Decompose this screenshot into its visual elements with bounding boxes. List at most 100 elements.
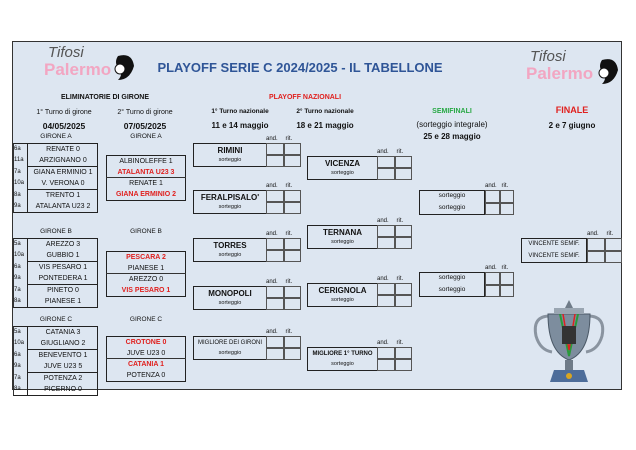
andata-score-cell[interactable] xyxy=(266,250,284,262)
ritorno-score-cell[interactable] xyxy=(394,347,412,359)
andata-score-cell[interactable] xyxy=(266,286,284,298)
andata-score-cell[interactable] xyxy=(377,168,395,180)
andata-score-cell[interactable] xyxy=(266,143,284,155)
andata-score-cell[interactable] xyxy=(266,190,284,202)
ritorno-score-cell[interactable] xyxy=(283,286,301,298)
andata-score-cell[interactable] xyxy=(587,250,605,263)
team-result: PINETO 0 xyxy=(47,286,79,294)
andata-score-cell[interactable] xyxy=(266,348,284,360)
round1-note: sorteggio xyxy=(218,300,242,306)
team-result: PICERNO 0 xyxy=(44,386,82,393)
round2-national-team: CERIGNOLA xyxy=(318,286,367,295)
round2-winner: GIANA ERMINIO 2 xyxy=(115,191,177,198)
andata-score-cell[interactable] xyxy=(377,359,395,371)
ritorno-score-cell[interactable] xyxy=(394,237,412,249)
round2-box xyxy=(106,155,186,201)
team-seed: 7a xyxy=(14,168,21,175)
andata-score-cell[interactable] xyxy=(485,284,500,297)
ritorno-score-cell[interactable] xyxy=(394,283,412,295)
andata-score-cell[interactable] xyxy=(266,238,284,250)
ritorno-label: rit. xyxy=(501,183,509,189)
group-round2-label: GIRONE C xyxy=(129,316,163,323)
team-seed: 9a xyxy=(14,203,21,209)
column-date: 04/05/2025 xyxy=(42,121,86,131)
team-seed: 7a xyxy=(14,286,21,293)
section-eliminatorie: ELIMINATORIE DI GIRONE xyxy=(60,94,150,101)
team-result: PIANESE 1 xyxy=(44,298,82,305)
team-seed: 10a xyxy=(14,180,25,186)
group-round2-label: GIRONE A xyxy=(130,133,162,140)
round2-national-team: TERNANA xyxy=(322,228,363,237)
andata-score-cell[interactable] xyxy=(587,238,605,251)
team-result: TRENTO 1 xyxy=(45,191,81,199)
ritorno-score-cell[interactable] xyxy=(283,190,301,202)
andata-score-cell[interactable] xyxy=(266,336,284,348)
ritorno-score-cell[interactable] xyxy=(283,250,301,262)
ritorno-score-cell[interactable] xyxy=(394,359,412,371)
group-label: GIRONE B xyxy=(40,228,72,235)
ritorno-score-cell[interactable] xyxy=(499,272,514,285)
round2-team: ALBINOLEFFE 1 xyxy=(119,158,173,165)
ritorno-score-cell[interactable] xyxy=(499,284,514,297)
ritorno-score-cell[interactable] xyxy=(394,168,412,180)
team-seed: 11a xyxy=(14,157,24,163)
round2-team: JUVE U23 0 xyxy=(126,350,166,357)
team-seed: 8a xyxy=(14,191,21,198)
team-seed: 9a xyxy=(14,363,21,369)
ritorno-score-cell[interactable] xyxy=(283,143,301,155)
ritorno-label: rit. xyxy=(396,276,404,282)
ritorno-score-cell[interactable] xyxy=(604,238,622,251)
team-result: GIANA ERMINIO 1 xyxy=(33,168,93,176)
andata-score-cell[interactable] xyxy=(377,283,395,295)
team-seed: 6a xyxy=(14,145,21,152)
group-match-box xyxy=(27,284,98,308)
ritorno-score-cell[interactable] xyxy=(283,155,301,167)
ritorno-score-cell[interactable] xyxy=(283,298,301,310)
andata-score-cell[interactable] xyxy=(377,225,395,237)
team-seed: 5a xyxy=(14,240,21,247)
semifinali-label: SEMIFINALI xyxy=(432,108,472,115)
ritorno-score-cell[interactable] xyxy=(394,156,412,168)
ritorno-score-cell[interactable] xyxy=(283,202,301,214)
andata-score-cell[interactable] xyxy=(485,190,500,203)
ritorno-score-cell[interactable] xyxy=(499,202,514,215)
semifinal-home: sorteggio xyxy=(438,192,466,199)
round2-winner: CROTONE 0 xyxy=(125,339,167,346)
svg-text:Tifosi: Tifosi xyxy=(48,44,84,61)
andata-label: and. xyxy=(485,265,497,271)
semifinali-note: (sorteggio integrale) xyxy=(416,120,488,129)
team-seed: 8a xyxy=(14,298,21,304)
round1-team: MIGLIORE DEI GIRONI xyxy=(197,340,262,346)
round2-national-team: VICENZA xyxy=(324,159,361,168)
andata-score-cell[interactable] xyxy=(485,202,500,215)
andata-score-cell[interactable] xyxy=(266,298,284,310)
andata-score-cell[interactable] xyxy=(485,272,500,285)
ritorno-score-cell[interactable] xyxy=(283,348,301,360)
ritorno-score-cell[interactable] xyxy=(394,295,412,307)
ritorno-score-cell[interactable] xyxy=(283,336,301,348)
semifinal-home: sorteggio xyxy=(438,274,466,281)
andata-score-cell[interactable] xyxy=(377,347,395,359)
andata-score-cell[interactable] xyxy=(266,202,284,214)
round2-national-note: sorteggio xyxy=(331,170,354,176)
andata-score-cell[interactable] xyxy=(377,237,395,249)
group-label: GIRONE C xyxy=(39,316,73,323)
andata-score-cell[interactable] xyxy=(266,155,284,167)
ritorno-score-cell[interactable] xyxy=(394,225,412,237)
ritorno-score-cell[interactable] xyxy=(604,250,622,263)
round2-team: RENATE 1 xyxy=(129,180,163,187)
team-seed: 8a xyxy=(14,386,21,392)
column-label: 1° Turno nazionale xyxy=(211,108,269,115)
round1-note: sorteggio xyxy=(218,252,242,258)
team-seed: 7a xyxy=(14,374,21,381)
round2-box xyxy=(106,336,186,382)
andata-score-cell[interactable] xyxy=(377,295,395,307)
page-title: PLAYOFF SERIE C 2024/2025 - IL TABELLONE xyxy=(157,60,443,75)
andata-label: and. xyxy=(485,183,497,189)
andata-score-cell[interactable] xyxy=(377,156,395,168)
team-seed: 9a xyxy=(14,275,21,281)
ritorno-score-cell[interactable] xyxy=(499,190,514,203)
final-away: VINCENTE SEMIF. xyxy=(528,253,580,259)
ritorno-score-cell[interactable] xyxy=(283,238,301,250)
